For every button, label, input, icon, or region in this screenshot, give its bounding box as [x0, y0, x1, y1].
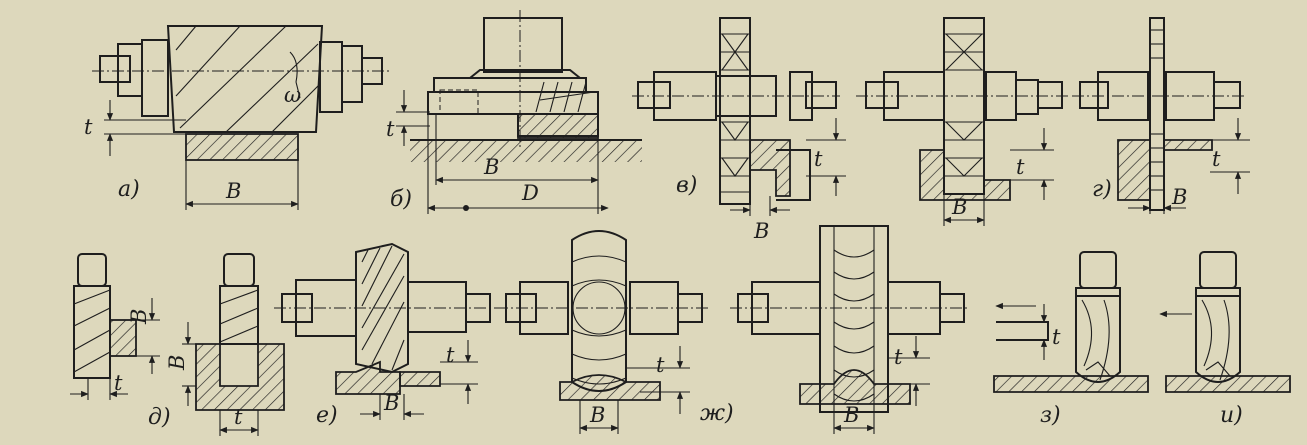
panel-v-dim-b: B	[753, 219, 769, 243]
panel-b-dim-t: t	[386, 117, 395, 141]
panel-v2-arbor	[856, 71, 1070, 121]
panel-v2-cutter	[943, 17, 985, 195]
panel-zh-arbor	[496, 281, 708, 335]
panel-a-angle-label: ω	[284, 83, 301, 107]
panel-v: t B в)	[632, 17, 846, 243]
panel-v-dim-t: t	[814, 147, 823, 171]
panel-z-caption: з)	[1040, 403, 1061, 428]
panel-e: t B е)	[274, 242, 496, 428]
panel-v2-dim-b: B	[951, 195, 967, 219]
panel-b-ground	[410, 140, 642, 162]
panel-g-dim-t: t	[1212, 147, 1221, 171]
panel-zh2-dim-t: t	[894, 345, 903, 369]
panel-i-caption: и)	[1220, 403, 1243, 428]
panel-i-endmill	[1195, 251, 1241, 383]
panel-v-cutter	[719, 17, 751, 205]
panel-zh2: t B	[730, 225, 970, 434]
panel-z: t з)	[993, 251, 1149, 428]
panel-d: B t B t д)	[70, 253, 285, 436]
panel-zh-workpiece	[559, 374, 661, 401]
panel-z-workpiece	[993, 375, 1149, 393]
panel-zh-dim-t: t	[656, 353, 665, 377]
panel-zh: t B ж)	[496, 230, 734, 434]
panel-g-workpiece	[1117, 139, 1151, 201]
panel-g-dim-b: B	[1171, 185, 1187, 209]
panel-e-caption: е)	[316, 403, 338, 428]
panel-g-arbor	[1072, 71, 1246, 121]
panel-d-dim-t-left: t	[114, 371, 123, 395]
panel-zh-convex-cutter	[571, 230, 627, 392]
panel-b-workpiece	[517, 113, 599, 139]
panel-d-endmill-right	[219, 253, 259, 345]
panel-e-angle-cutter	[355, 242, 409, 374]
panel-a-cutter	[166, 25, 324, 133]
panel-d-workpiece-right	[195, 343, 285, 411]
panel-a-caption: а)	[118, 177, 140, 202]
panel-zh2-arbor	[730, 281, 970, 335]
panel-g-saw	[1149, 17, 1165, 211]
panel-g: t B г)	[1072, 17, 1250, 214]
panel-v-caption: в)	[676, 173, 697, 198]
panel-v2-workpiece	[919, 149, 1011, 201]
panel-v-arbor	[632, 71, 840, 121]
panel-a: ω t B а)	[84, 25, 390, 210]
panel-z-endmill	[1075, 251, 1121, 383]
panel-a-workpiece	[185, 133, 299, 161]
panel-i-workpiece	[1165, 375, 1291, 393]
panel-zh-caption: ж)	[700, 401, 734, 426]
panel-d-endmill-left	[73, 253, 111, 379]
panel-v-workpiece	[749, 139, 791, 197]
panel-d-caption: д)	[148, 405, 171, 430]
panel-a-arbor	[92, 39, 390, 117]
panel-v2-dim-t: t	[1016, 155, 1025, 179]
panel-v2: t B	[856, 17, 1070, 226]
panel-b: t B D б)	[386, 10, 642, 214]
panel-b-dim-b: B	[483, 155, 499, 179]
panel-b-caption: б)	[390, 187, 412, 212]
panel-d-workpiece-left	[109, 319, 137, 357]
panel-d-dim-b-left: B	[127, 309, 151, 325]
panel-zh-dim-b: B	[589, 403, 605, 427]
panel-zh2-workpiece	[799, 369, 911, 405]
panel-g-caption: г)	[1092, 177, 1112, 202]
panel-e-dim-t: t	[446, 343, 455, 367]
panel-z-dim-t: t	[1052, 325, 1061, 349]
panel-i: и)	[1159, 251, 1291, 428]
panel-e-workpiece	[335, 360, 401, 395]
panel-a-dim-t: t	[84, 115, 93, 139]
panel-b-dim-d: D	[521, 181, 539, 205]
panel-d-dim-t-right: t	[234, 405, 243, 429]
panel-e-dim-b: B	[383, 391, 399, 415]
panel-d-dim-b-right: B	[165, 355, 189, 371]
panel-a-dim-b: B	[225, 179, 241, 203]
panel-zh2-dim-b: B	[843, 403, 859, 427]
